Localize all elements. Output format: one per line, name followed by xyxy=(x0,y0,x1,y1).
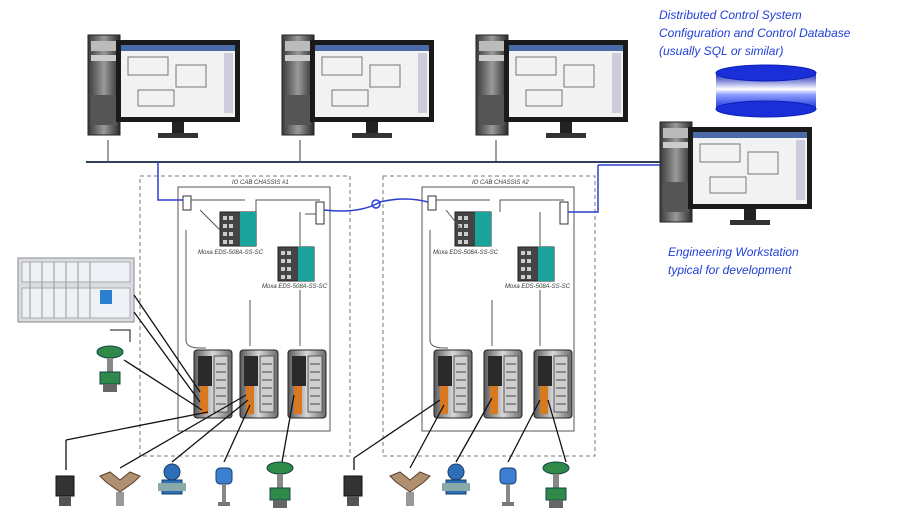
network-link-cab2 xyxy=(568,165,599,213)
cabinet-1-title: IO CAB CHASSIS #1 xyxy=(232,180,289,186)
cabinet-2-io-module-1 xyxy=(433,349,473,419)
flow-meter-2-icon xyxy=(441,463,471,495)
field-actuator-2-icon xyxy=(343,475,363,507)
cabinet-2-switch-a-label: Moxa EDS-508A-SS-SC xyxy=(433,250,499,256)
coriolis-meter-2-icon xyxy=(389,471,431,507)
engineering-workstation xyxy=(659,121,813,226)
dcs-label-line2: Configuration and Control Database xyxy=(659,26,851,40)
control-valve-1-icon xyxy=(266,461,294,509)
cabinet-2-io-module-3 xyxy=(533,349,573,419)
cabinet-1-switch-a-label: Moxa EDS-508A-SS-SC xyxy=(198,250,264,256)
operator-workstation-3 xyxy=(475,34,629,139)
cabinet-2-io-module-2 xyxy=(483,349,523,419)
operator-workstation-1 xyxy=(87,34,241,139)
cabinet-2-switch-b-label: Moxa EDS-508A-SS-SC xyxy=(505,284,571,290)
cabinet-1-switch-b-label: Moxa EDS-508A-SS-SC xyxy=(262,284,328,290)
operator-workstation-2 xyxy=(281,34,435,139)
flow-meter-1-icon xyxy=(157,463,187,495)
eng-label-line1: Engineering Workstation xyxy=(668,245,799,259)
cabinet-2-title: IO CAB CHASSIS #2 xyxy=(472,180,529,186)
cabinet-1-io-module-2 xyxy=(239,349,279,419)
coriolis-meter-1-icon xyxy=(99,471,141,507)
field-actuator-1-icon xyxy=(55,475,75,507)
fiber-link-cab1-cab2 xyxy=(323,198,429,212)
dcs-database-label: Distributed Control System Configuration… xyxy=(659,6,850,60)
eng-label-line2: typical for development xyxy=(668,263,792,277)
cabinet-2-switch-b xyxy=(517,246,555,282)
legacy-rack-chassis xyxy=(17,257,135,323)
level-transmitter-2-icon xyxy=(499,467,517,507)
cabinet-1-io-module-3 xyxy=(287,349,327,419)
control-valve-2-icon xyxy=(542,461,570,509)
engineering-workstation-label: Engineering Workstation typical for deve… xyxy=(668,243,799,279)
io-cabinet-1: IO CAB CHASSIS #1 Moxa EDS-508A-SS-SC Mo… xyxy=(139,175,351,457)
io-cabinet-2: IO CAB CHASSIS #2 Moxa EDS-508A-SS-SC Mo… xyxy=(382,175,596,457)
field-wiring-cab2 xyxy=(353,397,567,470)
network-link-cab1 xyxy=(157,162,183,201)
cabinet-2-switch-a xyxy=(454,211,492,247)
dcs-label-line3: (usually SQL or similar) xyxy=(659,44,784,58)
dcs-label-line1: Distributed Control System xyxy=(659,8,802,22)
cabinet-1-switch-a xyxy=(219,211,257,247)
field-wiring-cab1 xyxy=(65,294,295,470)
control-valve-icon xyxy=(96,345,124,393)
level-transmitter-1-icon xyxy=(215,467,233,507)
database-cylinder-icon xyxy=(715,64,817,118)
cabinet-1-switch-b xyxy=(277,246,315,282)
